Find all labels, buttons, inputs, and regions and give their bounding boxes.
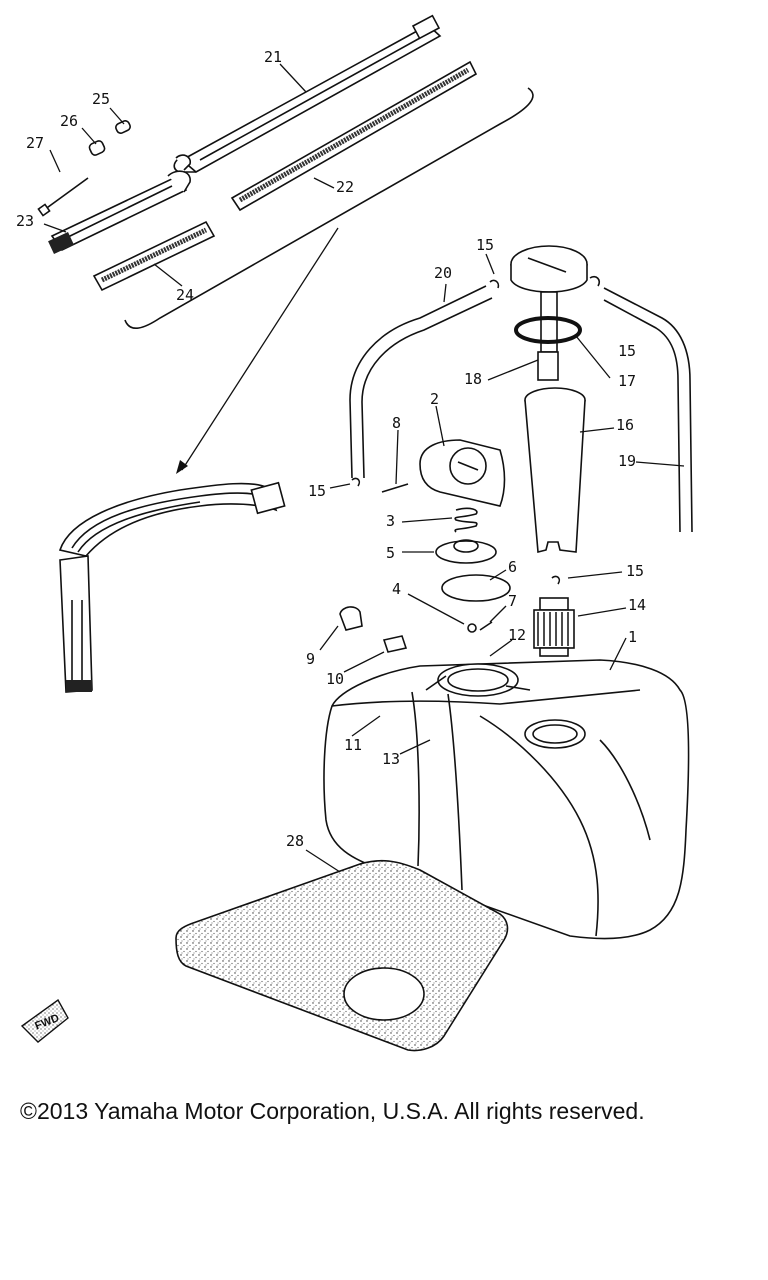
callout-28: 28 bbox=[286, 832, 304, 850]
part-bracket bbox=[382, 635, 408, 653]
part-strap-short bbox=[48, 170, 191, 254]
callout-9: 9 bbox=[306, 650, 315, 668]
part-tube bbox=[537, 351, 559, 381]
part-filler-neck bbox=[524, 387, 586, 554]
callout-23: 23 bbox=[16, 212, 34, 230]
callout-2: 2 bbox=[430, 390, 439, 408]
callout-25: 25 bbox=[92, 90, 110, 108]
callout-3: 3 bbox=[386, 512, 395, 530]
part-o-ring bbox=[514, 316, 582, 344]
callout-19: 19 bbox=[618, 452, 636, 470]
callout-15: 15 bbox=[626, 562, 644, 580]
part-hose-left bbox=[349, 285, 493, 479]
parts-diagram: FWD 21 22 25 26 27 23 24 15 20 15 18 17 … bbox=[16, 14, 693, 1052]
part-clamp bbox=[551, 575, 561, 585]
part-filler-cap bbox=[510, 245, 588, 353]
callout-27: 27 bbox=[26, 134, 44, 152]
part-screw bbox=[479, 621, 493, 631]
callout-7: 7 bbox=[508, 592, 517, 610]
callout-26: 26 bbox=[60, 112, 78, 130]
copyright-notice: ©2013 Yamaha Motor Corporation, U.S.A. A… bbox=[20, 1098, 645, 1124]
callout-6: 6 bbox=[508, 558, 517, 576]
part-strap-assembly bbox=[58, 481, 286, 693]
callout-17: 17 bbox=[618, 372, 636, 390]
part-strap-long bbox=[173, 14, 442, 173]
part-tank-pad bbox=[175, 859, 509, 1052]
callout-24: 24 bbox=[176, 286, 194, 304]
callout-22: 22 bbox=[336, 178, 354, 196]
part-clamp bbox=[489, 279, 500, 289]
part-pin bbox=[381, 483, 409, 493]
callout-10: 10 bbox=[326, 670, 344, 688]
part-nut bbox=[467, 623, 477, 633]
callout-12: 12 bbox=[508, 626, 526, 644]
part-hose-right bbox=[603, 287, 693, 533]
part-clamp bbox=[589, 275, 601, 287]
fwd-arrow-icon: FWD bbox=[20, 998, 69, 1043]
part-pins bbox=[37, 120, 192, 217]
callout-8: 8 bbox=[392, 414, 401, 432]
callout-5: 5 bbox=[386, 544, 395, 562]
callout-4: 4 bbox=[392, 580, 401, 598]
callout-18: 18 bbox=[464, 370, 482, 388]
inset-frame bbox=[124, 87, 534, 329]
callout-13: 13 bbox=[382, 750, 400, 768]
part-fuel-filter bbox=[533, 597, 575, 657]
callout-14: 14 bbox=[628, 596, 646, 614]
part-disc bbox=[441, 574, 511, 602]
callout-1: 1 bbox=[628, 628, 637, 646]
part-pad-short bbox=[92, 220, 216, 292]
callout-15: 15 bbox=[476, 236, 494, 254]
part-spring bbox=[454, 507, 478, 533]
callout-21: 21 bbox=[264, 48, 282, 66]
part-cover bbox=[419, 439, 506, 507]
part-clamp bbox=[351, 477, 361, 487]
callout-15: 15 bbox=[308, 482, 326, 500]
callout-16: 16 bbox=[616, 416, 634, 434]
callout-15: 15 bbox=[618, 342, 636, 360]
callout-11: 11 bbox=[344, 736, 362, 754]
callout-20: 20 bbox=[434, 264, 452, 282]
part-clip bbox=[339, 606, 363, 631]
part-pad-long bbox=[230, 60, 478, 212]
part-diaphragm-cup bbox=[435, 539, 497, 564]
